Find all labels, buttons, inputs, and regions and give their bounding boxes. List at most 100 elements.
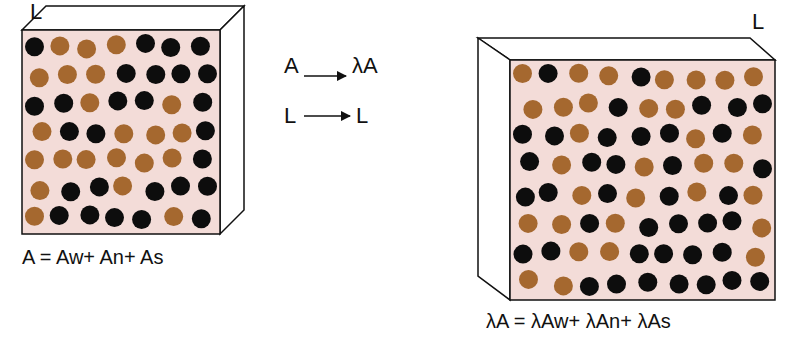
scaling-arrow <box>304 115 350 117</box>
molecule <box>105 208 124 227</box>
molecule <box>145 182 164 201</box>
molecule <box>171 177 190 196</box>
molecule <box>86 124 105 143</box>
molecule <box>196 121 215 140</box>
molecule <box>639 99 658 118</box>
molecule <box>146 65 165 84</box>
molecule <box>554 98 573 117</box>
molecule <box>580 214 599 233</box>
molecule <box>135 91 154 110</box>
molecule <box>552 155 571 174</box>
molecule <box>744 186 763 205</box>
molecule <box>724 154 743 173</box>
molecule <box>80 205 99 224</box>
molecule <box>519 270 538 289</box>
molecule <box>609 98 628 117</box>
molecule <box>660 124 679 143</box>
molecule <box>697 275 716 294</box>
molecule <box>61 182 80 201</box>
molecule <box>161 38 180 57</box>
molecule <box>60 122 79 141</box>
scaling-arrow <box>304 75 346 77</box>
molecule <box>570 124 589 143</box>
area-symbol: A <box>284 54 299 78</box>
molecule <box>569 242 588 261</box>
molecule <box>539 64 558 83</box>
molecule <box>744 67 763 86</box>
molecule <box>132 210 151 229</box>
molecule <box>192 209 211 228</box>
large-cube <box>478 38 775 300</box>
molecule <box>687 182 706 201</box>
molecule <box>743 126 762 145</box>
molecule <box>191 37 210 56</box>
molecule <box>598 128 617 147</box>
molecule <box>723 271 742 290</box>
molecule <box>686 129 705 148</box>
molecule <box>569 64 588 83</box>
cube-side-label: L <box>752 10 764 34</box>
molecule <box>513 64 532 83</box>
molecule <box>117 64 136 83</box>
molecule <box>694 154 713 173</box>
molecule <box>54 94 73 113</box>
molecule <box>752 218 771 237</box>
molecule <box>632 68 651 87</box>
molecule <box>135 154 154 173</box>
small-cube <box>22 6 244 234</box>
molecule <box>173 124 192 143</box>
molecule <box>50 206 69 225</box>
molecule <box>30 68 49 87</box>
molecule <box>713 243 732 262</box>
molecule <box>719 186 738 205</box>
molecule <box>698 214 717 233</box>
molecule <box>655 70 674 89</box>
area-equation: λA = λAw+ λAn+ λAs <box>486 310 671 332</box>
molecule <box>25 37 44 56</box>
molecule <box>670 275 689 294</box>
molecule <box>713 124 732 143</box>
molecule <box>108 91 127 110</box>
molecule <box>33 122 52 141</box>
molecule <box>545 126 564 145</box>
molecule <box>654 244 673 263</box>
molecule <box>50 36 69 55</box>
molecule <box>660 187 679 206</box>
cube-side-label: L <box>30 0 42 24</box>
molecule <box>53 150 72 169</box>
molecule <box>750 272 769 291</box>
molecule <box>626 189 645 208</box>
molecule <box>113 176 132 195</box>
molecule <box>107 148 126 167</box>
molecule <box>164 207 183 226</box>
molecule <box>635 158 654 177</box>
molecule <box>632 127 651 146</box>
molecule <box>58 65 77 84</box>
molecule <box>606 214 625 233</box>
molecule <box>630 244 649 263</box>
molecule <box>519 214 538 233</box>
molecule <box>516 188 535 207</box>
molecule <box>114 124 133 143</box>
molecule <box>666 100 685 119</box>
molecule <box>162 95 181 114</box>
molecule <box>193 150 212 169</box>
molecule <box>86 65 105 84</box>
molecule <box>552 215 571 234</box>
area-symbol: λA <box>352 54 378 78</box>
molecule <box>746 248 765 267</box>
molecule <box>198 177 217 196</box>
molecule <box>715 71 734 90</box>
molecule <box>599 66 618 85</box>
molecule-dots <box>25 34 217 229</box>
molecule <box>25 150 44 169</box>
molecule <box>606 155 625 174</box>
molecule <box>136 34 155 53</box>
molecule <box>580 277 599 296</box>
molecule <box>723 211 742 230</box>
molecule <box>753 159 772 178</box>
molecule <box>77 150 96 169</box>
molecule <box>639 218 658 237</box>
molecule <box>523 100 542 119</box>
